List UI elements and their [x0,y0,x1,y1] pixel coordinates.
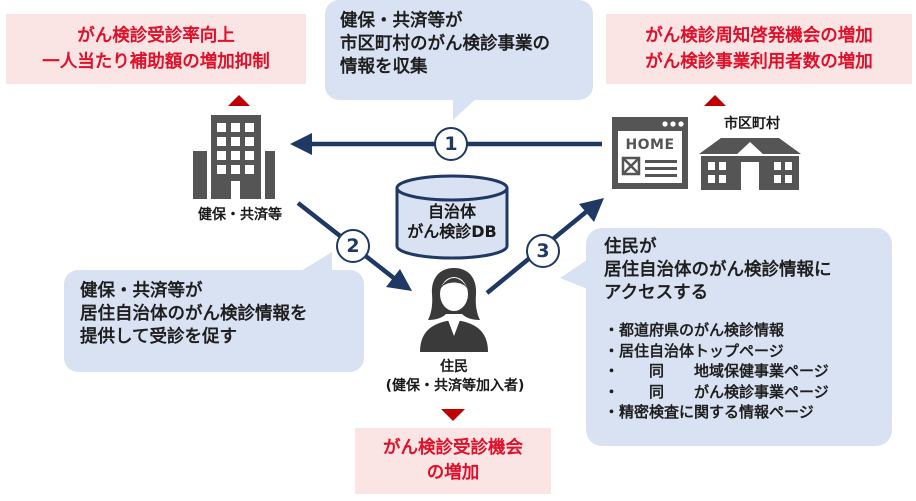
person-icon [420,268,488,352]
resident-result-down-arrow [441,409,465,421]
database-line2: がん検診DB [407,222,497,241]
database-line1: 自治体 [427,202,476,221]
step1-number: 1 [444,133,458,155]
bubble3-list: ・都道府県のがん検診情報 ・居住自治体トップページ ・ 同 地域保健事業ページ … [604,320,829,423]
home-text: HOME [625,137,675,153]
bubble2-line1: 健保・共済等が [80,281,203,301]
municipality-result-box: がん検診周知啓発機会の増加 がん検診事業利用者数の増加 [606,14,912,84]
municipality-label: 市区町村 [724,116,780,132]
bubble3-text: 住民が 居住自治体のがん検診情報に アクセスする [604,236,832,305]
step2-number: 2 [346,235,360,257]
resident-label: 住民 [440,359,468,375]
list-item: ・居住自治体トップページ [604,341,784,360]
bubble1-text: 健保・共済等が 市区町村のがん検診事業の 情報を収集 [340,10,550,79]
list-item: ・都道府県のがん検診情報 [604,321,785,339]
list-item: ・ 同 がん検診事業ページ [604,382,829,401]
resident-sublabel: (健保・共済等加入者) [385,378,525,394]
bubble2-line2: 居住自治体のがん検診情報を [80,304,308,324]
insurer-result-up-arrow [228,95,250,106]
insurer-result-line1: がん検診受診率向上 [77,26,235,46]
bubble2-shape [64,252,364,372]
database-icon [395,174,509,260]
town-hall-icon [699,138,801,190]
municipality-result-line2: がん検診事業利用者数の増加 [645,52,873,72]
municipality-result-up-arrow [704,95,726,106]
insurer-label: 健保・共済等 [198,207,282,223]
bubble1-line1: 健保・共済等が [340,11,463,31]
bubble1-line2: 市区町村のがん検診事業の [340,34,550,54]
step3-circle: 3 [526,234,560,268]
bubble3-line3: アクセスする [604,283,709,303]
bubble3-line1: 住民が [604,237,657,257]
insurer-result-line2: 一人当たり補助額の増加抑制 [42,52,270,72]
bubble2-text: 健保・共済等が 居住自治体のがん検診情報を 提供して受診を促す [80,280,308,349]
bubble2-line3: 提供して受診を促す [80,327,237,347]
step1-circle: 1 [434,127,468,161]
bubble3-shape [560,228,892,446]
insurer-result-box: がん検診受診率向上 一人当たり補助額の増加抑制 [6,14,306,84]
resident-result-line2: の増加 [426,463,480,483]
bubble1-shape [325,0,593,120]
bubble1-line3: 情報を収集 [340,57,428,77]
database-label: 自治体 がん検診DB [394,202,510,242]
resident-result-box: がん検診受診機会 の増加 [355,428,551,494]
list-item: ・ 同 地域保健事業ページ [604,362,829,380]
bubble3-line2: 居住自治体のがん検診情報に [604,260,832,280]
office-building-icon [193,115,275,199]
list-item: ・精密検査に関する情報ページ [604,403,814,421]
step2-circle: 2 [336,229,370,263]
municipality-result-line1: がん検診周知啓発機会の増加 [645,26,873,46]
resident-result-line1: がん検診受診機会 [383,438,523,458]
step3-number: 3 [536,240,550,262]
browser-window-icon [612,117,688,189]
